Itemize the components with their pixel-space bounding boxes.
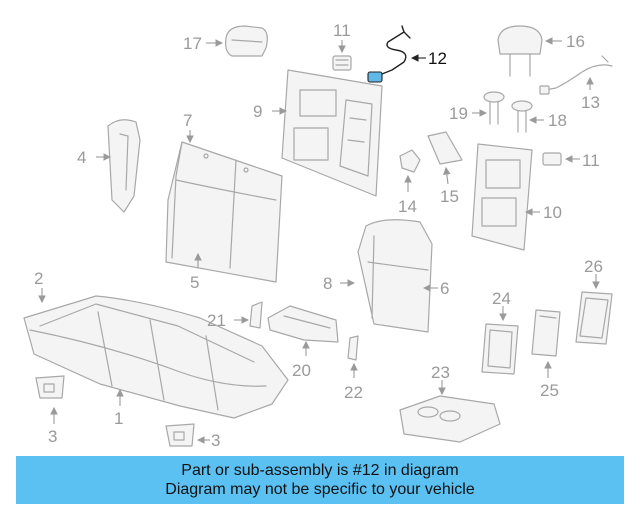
label-17[interactable]: 17	[183, 34, 202, 53]
label-14[interactable]: 14	[398, 197, 417, 216]
part-3-clip-left[interactable]	[35, 375, 65, 399]
label-9[interactable]: 9	[253, 102, 262, 121]
part-1-seat-cushion[interactable]	[23, 295, 289, 419]
label-18[interactable]: 18	[548, 111, 567, 130]
label-10[interactable]: 10	[543, 203, 562, 222]
label-23[interactable]: 23	[431, 363, 450, 382]
label-8[interactable]: 8	[323, 274, 332, 293]
label-21[interactable]: 21	[207, 311, 226, 330]
part-9-back-panel[interactable]	[281, 69, 383, 197]
label-22[interactable]: 22	[344, 383, 363, 402]
part-11-clip-right[interactable]	[542, 152, 562, 166]
label-7[interactable]: 7	[183, 111, 192, 130]
part-17-headrest[interactable]	[225, 25, 268, 57]
label-3-right[interactable]: 3	[211, 431, 220, 450]
label-11-top[interactable]: 11	[333, 21, 351, 40]
label-24[interactable]: 24	[492, 289, 511, 308]
part-19-guide[interactable]	[483, 91, 505, 125]
part-15-bracket[interactable]	[427, 131, 463, 165]
label-12[interactable]: 12	[428, 49, 447, 68]
part-12-wire-harness[interactable]	[367, 25, 411, 83]
label-20[interactable]: 20	[292, 361, 311, 380]
part-4-side-bolster[interactable]	[107, 119, 141, 213]
part-20-bracket[interactable]	[267, 305, 339, 343]
part-3-clip-right[interactable]	[165, 423, 195, 447]
label-3-left[interactable]: 3	[48, 427, 57, 446]
parts-diagram: 17 11 12 16 13 9 19	[23, 21, 613, 450]
part-21-hook[interactable]	[249, 301, 263, 329]
part-10-back-panel[interactable]	[471, 143, 533, 251]
info-banner: Part or sub-assembly is #12 in diagram D…	[16, 456, 624, 504]
part-26-cover[interactable]	[575, 291, 613, 345]
part-24-cover[interactable]	[481, 323, 519, 375]
label-13[interactable]: 13	[581, 93, 600, 112]
part-8-seat-back[interactable]	[357, 219, 433, 333]
label-11-right[interactable]: 11	[582, 151, 600, 170]
banner-line-2: Diagram may not be specific to your vehi…	[165, 481, 475, 498]
part-11-clip-top[interactable]	[332, 55, 352, 71]
label-1[interactable]: 1	[114, 409, 123, 428]
part-18-guide[interactable]	[511, 100, 533, 133]
part-22-clip[interactable]	[347, 335, 359, 361]
banner-line-1: Part or sub-assembly is #12 in diagram	[181, 462, 459, 479]
part-25-cover[interactable]	[531, 309, 561, 357]
part-16-headrest[interactable]	[497, 25, 543, 77]
label-2[interactable]: 2	[34, 269, 43, 288]
label-5[interactable]: 5	[190, 273, 199, 292]
part-23-armrest[interactable]	[399, 395, 501, 443]
part-7-seat-back-cover[interactable]	[165, 141, 283, 283]
label-19[interactable]: 19	[449, 104, 468, 123]
label-26[interactable]: 26	[584, 257, 603, 276]
label-4[interactable]: 4	[77, 148, 86, 167]
part-14-latch[interactable]	[399, 149, 421, 173]
label-25[interactable]: 25	[540, 381, 559, 400]
part-13-cable[interactable]	[539, 55, 613, 95]
label-6[interactable]: 6	[440, 279, 449, 298]
label-15[interactable]: 15	[440, 187, 459, 206]
label-16[interactable]: 16	[566, 32, 585, 51]
